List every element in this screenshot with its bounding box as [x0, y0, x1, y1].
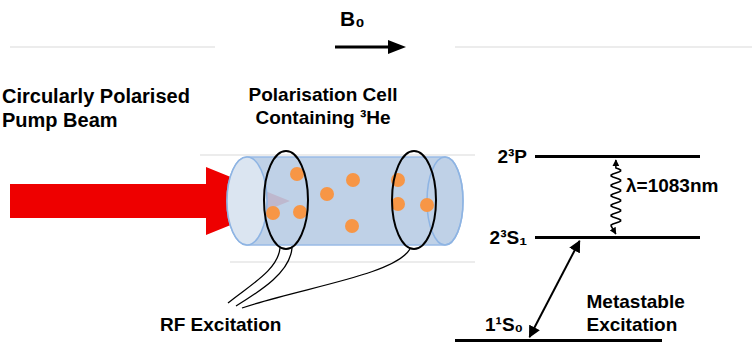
guide-lines: [10, 47, 752, 262]
edge-label: λ=1083nm: [624, 175, 748, 198]
transition-arrow: [611, 160, 621, 234]
level-label: 2³S₁: [490, 227, 527, 249]
pump-beam-label: Circularly Polarised Pump Beam: [2, 84, 227, 132]
energy-level: 2³P: [535, 155, 700, 158]
helium-atoms: [266, 167, 434, 233]
edge-label: Metastable Excitation: [585, 291, 729, 337]
field-label: B₀: [340, 6, 400, 31]
cell-label: Polarisation Cell Containing ³He: [238, 84, 408, 130]
rf-coils: [264, 151, 436, 249]
rf-wires: [228, 248, 410, 308]
rf-label: RF Excitation: [160, 314, 330, 337]
field-arrow: [335, 40, 406, 54]
polarisation-cell: [227, 157, 463, 245]
level-label: 2³P: [497, 146, 527, 168]
level-label: 1¹S₀: [485, 314, 523, 336]
energy-level: 2³S₁: [535, 236, 700, 239]
energy-level: 1¹S₀: [455, 339, 662, 342]
excitation-arrow: [530, 241, 580, 337]
